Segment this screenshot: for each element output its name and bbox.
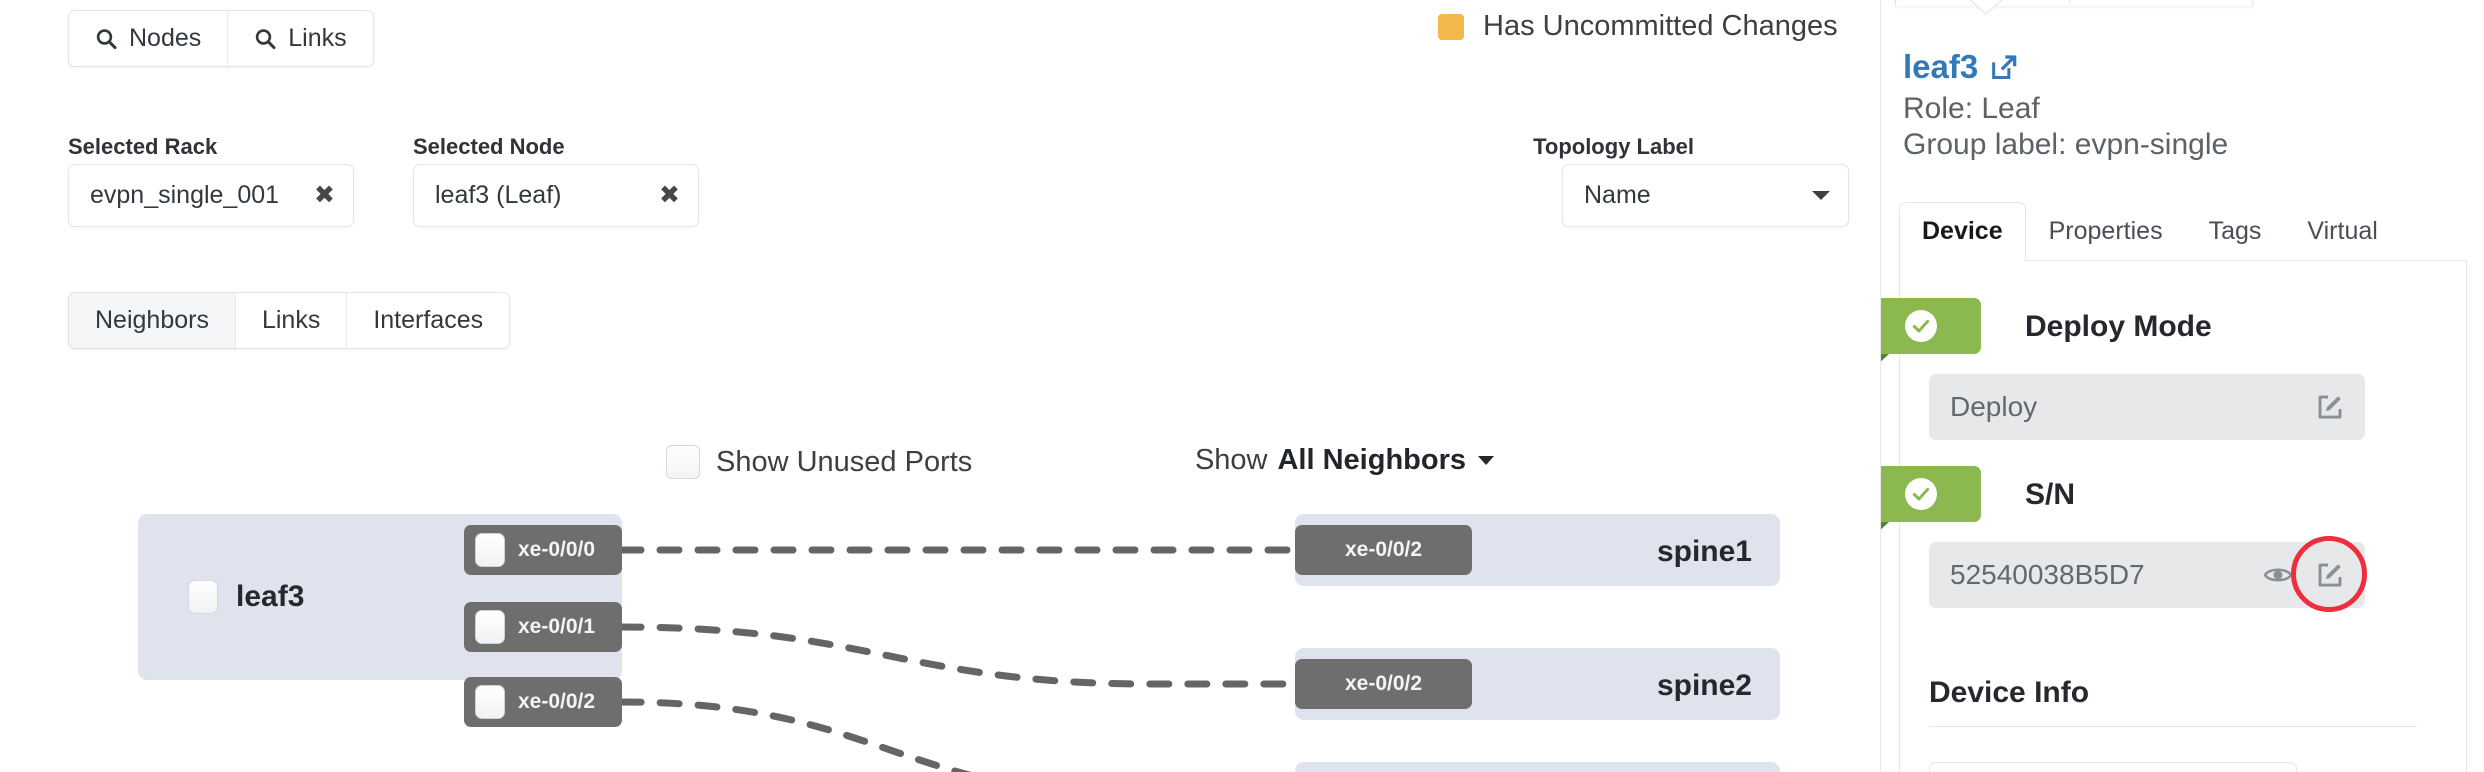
port-xe-0-0-1-label: xe-0/0/1 xyxy=(518,615,596,638)
port-xe-0-0-2-checkbox[interactable] xyxy=(475,685,505,719)
deploy-mode-title: Deploy Mode xyxy=(2025,310,2212,343)
search-icon xyxy=(253,27,277,51)
link-leaf3-switch3-server1 xyxy=(618,698,972,772)
tab-interfaces[interactable]: Interfaces xyxy=(346,293,510,348)
panel-tab-group: Device Properties Tags Virtual xyxy=(1899,202,2467,262)
topology-label-label: Topology Label xyxy=(1533,134,1694,159)
serial-number-value: 52540038B5D7 xyxy=(1950,559,2145,590)
port-xe-0-0-1-checkbox[interactable] xyxy=(475,610,505,644)
eye-icon[interactable] xyxy=(2263,560,2293,590)
selected-node-field[interactable]: leaf3 (Leaf) ✖ xyxy=(413,164,699,227)
port-xe-0-0-2-label: xe-0/0/2 xyxy=(518,690,596,713)
deploy-mode-field[interactable]: Deploy xyxy=(1929,374,2365,440)
tab-neighbors[interactable]: Neighbors xyxy=(69,293,235,348)
node-detail-panel: leaf3 Role: Leaf Group label: evpn-singl… xyxy=(1880,0,2484,772)
tab-links[interactable]: Links xyxy=(234,293,347,348)
edit-icon[interactable] xyxy=(2315,560,2345,590)
check-icon xyxy=(1911,484,1931,504)
chevron-down-icon xyxy=(1478,456,1494,465)
search-links-button[interactable]: Links xyxy=(227,11,373,66)
search-toggle-group: Nodes Links xyxy=(68,10,374,67)
topology-links-layer xyxy=(618,546,1299,772)
device-info-divider xyxy=(1929,726,2417,727)
show-neighbors-value: All Neighbors xyxy=(1277,444,1466,476)
show-neighbors-prefix: Show xyxy=(1194,444,1268,476)
show-unused-ports-label: Show Unused Ports xyxy=(716,445,973,478)
neighbor-port-spine2[interactable]: xe-0/0/2 xyxy=(1295,659,1472,709)
search-links-label: Links xyxy=(288,24,347,52)
selected-rack-field[interactable]: evpn_single_001 ✖ xyxy=(68,164,354,227)
device-info-field[interactable] xyxy=(1929,762,2297,772)
serial-number-status-ribbon xyxy=(1881,466,1981,522)
chevron-down-icon xyxy=(1812,191,1830,200)
device-info-title: Device Info xyxy=(1929,676,2090,709)
selected-node-label: Selected Node xyxy=(413,134,565,159)
port-xe-0-0-1[interactable]: xe-0/0/1 xyxy=(464,602,622,652)
node-leaf3-checkbox[interactable] xyxy=(188,580,218,614)
port-xe-0-0-0-checkbox[interactable] xyxy=(475,533,505,567)
clear-node-icon[interactable]: ✖ xyxy=(659,181,680,209)
node-spine1-label: spine1 xyxy=(1656,535,1752,568)
link-leaf3-spine2 xyxy=(618,623,1299,688)
node-switch3-server1[interactable] xyxy=(1295,762,1780,772)
legend-uncommitted-changes: Has Uncommitted Changes xyxy=(1438,10,1838,43)
panel-node-name-link[interactable]: leaf3 xyxy=(1903,48,1979,85)
panel-tab-device[interactable]: Device xyxy=(1899,202,2026,262)
port-xe-0-0-2[interactable]: xe-0/0/2 xyxy=(464,677,622,727)
topology-label-value: Name xyxy=(1584,181,1651,209)
neighbor-port-spine1-label: xe-0/0/2 xyxy=(1344,538,1423,561)
check-circle-badge xyxy=(1905,310,1937,342)
serial-number-ribbon-fold xyxy=(1881,522,1889,548)
panel-pointer-arrow-inner xyxy=(1970,0,2002,13)
search-nodes-label: Nodes xyxy=(129,24,202,52)
deploy-mode-status-ribbon xyxy=(1881,298,1981,354)
edit-icon[interactable] xyxy=(2315,392,2345,422)
view-tab-group: Neighbors Links Interfaces xyxy=(68,292,511,349)
show-unused-ports-control[interactable]: Show Unused Ports xyxy=(666,445,972,479)
clear-rack-icon[interactable]: ✖ xyxy=(314,181,335,209)
uncommitted-color-swatch xyxy=(1438,13,1464,40)
deploy-mode-value: Deploy xyxy=(1950,391,2038,422)
port-xe-0-0-0-label: xe-0/0/0 xyxy=(518,538,596,561)
topology-label-select[interactable]: Name xyxy=(1562,164,1849,227)
external-link-icon[interactable] xyxy=(1989,53,2017,81)
check-icon xyxy=(1911,316,1931,336)
selected-rack-label: Selected Rack xyxy=(68,134,218,159)
neighbor-port-spine1[interactable]: xe-0/0/2 xyxy=(1295,525,1472,575)
check-circle-badge xyxy=(1905,478,1937,510)
panel-top-segmented-control[interactable] xyxy=(1895,0,2253,6)
node-spine2-label: spine2 xyxy=(1656,669,1752,702)
panel-node-title: leaf3 xyxy=(1903,48,2017,86)
show-unused-ports-checkbox[interactable] xyxy=(666,445,700,479)
main-topology-area: Nodes Links Has Uncommitted Changes Sele… xyxy=(0,10,1880,772)
search-icon xyxy=(94,27,118,51)
panel-role-line: Role: Leaf xyxy=(1903,92,2040,125)
panel-group-line: Group label: evpn-single xyxy=(1903,128,2229,161)
show-neighbors-dropdown[interactable]: Show All Neighbors xyxy=(1195,444,1494,477)
topology-graph: leaf3 xe-0/0/0 xe-0/0/1 xe-0/0/2 xe-0/0/… xyxy=(0,490,1880,772)
panel-tab-properties[interactable]: Properties xyxy=(2048,217,2163,245)
panel-top-control-divider xyxy=(2069,0,2070,4)
panel-tab-virtual[interactable]: Virtual xyxy=(2307,217,2378,245)
serial-number-field[interactable]: 52540038B5D7 xyxy=(1929,542,2365,608)
node-leaf3-label: leaf3 xyxy=(236,580,305,613)
serial-number-title: S/N xyxy=(2025,478,2076,511)
neighbor-port-spine2-label: xe-0/0/2 xyxy=(1344,672,1423,695)
selected-rack-value: evpn_single_001 xyxy=(90,181,280,209)
selected-node-value: leaf3 (Leaf) xyxy=(435,181,562,209)
panel-tabs-underline xyxy=(1899,260,2467,261)
port-xe-0-0-0[interactable]: xe-0/0/0 xyxy=(464,525,622,575)
search-nodes-button[interactable]: Nodes xyxy=(69,11,228,66)
deploy-mode-ribbon-fold xyxy=(1881,354,1889,380)
panel-tab-tags[interactable]: Tags xyxy=(2208,217,2262,245)
uncommitted-label: Has Uncommitted Changes xyxy=(1483,10,1838,42)
